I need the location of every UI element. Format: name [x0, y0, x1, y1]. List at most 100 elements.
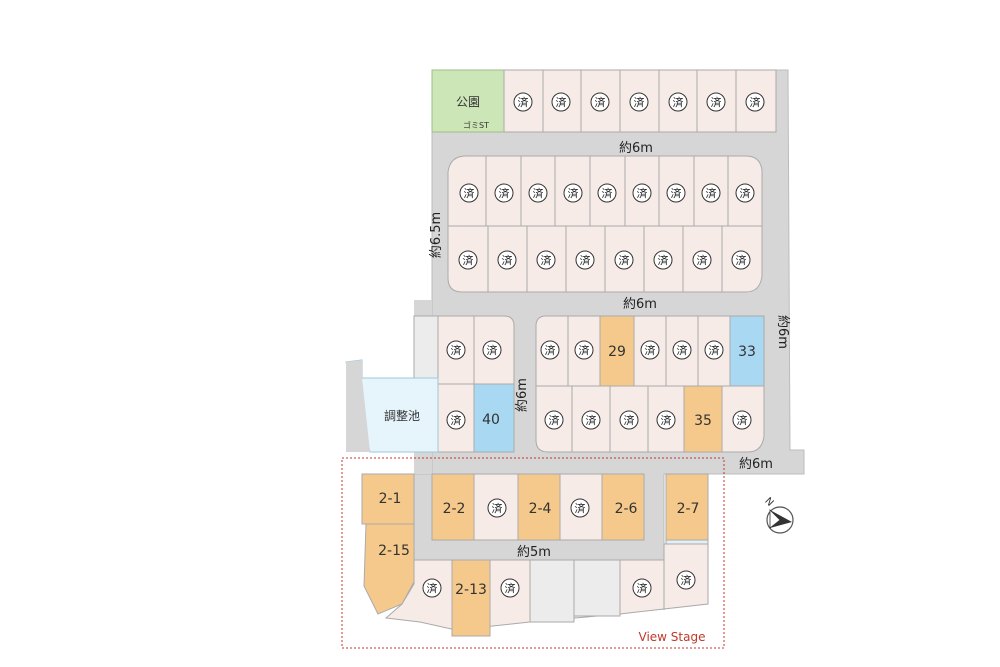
lot-29-label: 29: [608, 344, 626, 360]
sold-mark-text: 済: [451, 413, 462, 427]
sold-mark-circle: [574, 340, 594, 360]
sold-mark-text: 済: [750, 95, 761, 109]
center-road-label: 約6m: [515, 378, 530, 412]
lot-40-label: 40: [482, 412, 500, 428]
park-label: 公園: [456, 95, 480, 109]
sold-mark: 済: [536, 250, 556, 270]
sold-mark-text: 済: [518, 95, 529, 109]
sold-mark-text: 済: [427, 581, 438, 595]
garbage-station-label: ゴミST: [463, 120, 489, 130]
sold-mark: 済: [632, 183, 652, 203]
sold-mark-text: 済: [586, 413, 597, 427]
compass-label: N: [762, 496, 775, 509]
sold-mark-text: 済: [579, 343, 590, 357]
sold-mark-circle: [704, 340, 724, 360]
sold-mark: 済: [500, 578, 520, 598]
sold-mark-circle: [540, 340, 560, 360]
sold-mark: 済: [590, 92, 610, 112]
sold-mark-circle: [676, 570, 696, 590]
sold-mark: 済: [668, 92, 688, 112]
sold-mark-circle: [528, 183, 548, 203]
sold-mark-text: 済: [541, 253, 552, 267]
sold-mark: 済: [656, 410, 676, 430]
sold-mark: 済: [666, 183, 686, 203]
sold-mark-circle: [632, 578, 652, 598]
lot-2-1-label: 2-1: [379, 491, 402, 507]
sold-mark-text: 済: [677, 343, 688, 357]
lower-road-label: 約5m: [517, 545, 551, 560]
sold-mark-text: 済: [681, 573, 692, 587]
sold-mark-circle: [581, 410, 601, 430]
sold-mark-circle: [575, 250, 595, 270]
lot-33-label: 33: [738, 344, 756, 360]
sold-mark-circle: [563, 183, 583, 203]
sold-mark-circle: [446, 340, 466, 360]
sold-mark-circle: [570, 498, 590, 518]
sold-mark-text: 済: [697, 253, 708, 267]
sold-mark: 済: [422, 578, 442, 598]
left-road-label: 約6.5m: [429, 212, 444, 258]
sold-mark-text: 済: [505, 581, 516, 595]
sold-mark-circle: [459, 183, 479, 203]
park-area: 公園 ゴミST: [431, 69, 505, 133]
sold-mark: 済: [735, 183, 755, 203]
sold-mark-circle: [422, 578, 442, 598]
sold-mark-circle: [544, 410, 564, 430]
sold-mark: 済: [597, 183, 617, 203]
sold-mark-circle: [614, 250, 634, 270]
sold-mark-circle: [732, 410, 752, 430]
sold-mark: 済: [745, 92, 765, 112]
sold-mark-text: 済: [499, 186, 510, 200]
sold-mark-circle: [692, 250, 712, 270]
pond-label: 調整池: [384, 408, 420, 423]
sold-mark-text: 済: [580, 253, 591, 267]
sold-mark-circle: [482, 340, 502, 360]
sold-mark-circle: [735, 183, 755, 203]
sold-mark-text: 済: [556, 95, 567, 109]
sold-mark-text: 済: [637, 581, 648, 595]
sold-mark-circle: [706, 92, 726, 112]
sold-mark-text: 済: [602, 186, 613, 200]
sold-mark-text: 済: [619, 253, 630, 267]
sold-mark: 済: [632, 578, 652, 598]
sold-mark-text: 済: [658, 253, 669, 267]
bottom-road-label: 約6m: [739, 457, 773, 472]
sold-mark: 済: [704, 340, 724, 360]
lot-2-15-label: 2-15: [378, 543, 410, 559]
north-arrow-icon: N: [762, 496, 794, 534]
right-middle-block: 29 33 35: [535, 315, 765, 453]
sold-mark-text: 済: [740, 186, 751, 200]
sold-mark-circle: [458, 250, 478, 270]
sold-mark: 済: [672, 340, 692, 360]
sold-mark-circle: [497, 250, 517, 270]
sold-mark-text: 済: [533, 186, 544, 200]
sold-mark-circle: [629, 92, 649, 112]
sold-mark-circle: [446, 410, 466, 430]
sold-mark-circle: [653, 250, 673, 270]
view-stage-label: View Stage: [639, 630, 706, 644]
middle-road-label: 約6m: [623, 297, 657, 312]
sold-mark-text: 済: [545, 343, 556, 357]
sold-mark-text: 済: [463, 253, 474, 267]
sold-mark-text: 済: [673, 95, 684, 109]
sold-mark: 済: [446, 410, 466, 430]
sold-mark-text: 済: [568, 186, 579, 200]
sold-mark-text: 済: [661, 413, 672, 427]
sold-mark: 済: [653, 250, 673, 270]
sold-mark-text: 済: [549, 413, 560, 427]
lot-2-13-label: 2-13: [455, 582, 487, 598]
lot-2-2-label: 2-2: [443, 501, 466, 517]
sold-mark-text: 済: [737, 413, 748, 427]
sold-mark: 済: [640, 340, 660, 360]
stage-2-lots: 2-1 2-15 2-2 2-4 2-6 2-7: [361, 473, 709, 615]
sold-mark-circle: [745, 92, 765, 112]
sold-mark: 済: [551, 92, 571, 112]
sold-mark: 済: [629, 92, 649, 112]
park-block: [431, 69, 505, 133]
sold-mark: 済: [494, 183, 514, 203]
right-road-label: 約6m: [775, 315, 790, 349]
pond-area: 調整池: [345, 359, 439, 453]
sold-mark-circle: [551, 92, 571, 112]
upper-block-lots: [447, 155, 763, 293]
